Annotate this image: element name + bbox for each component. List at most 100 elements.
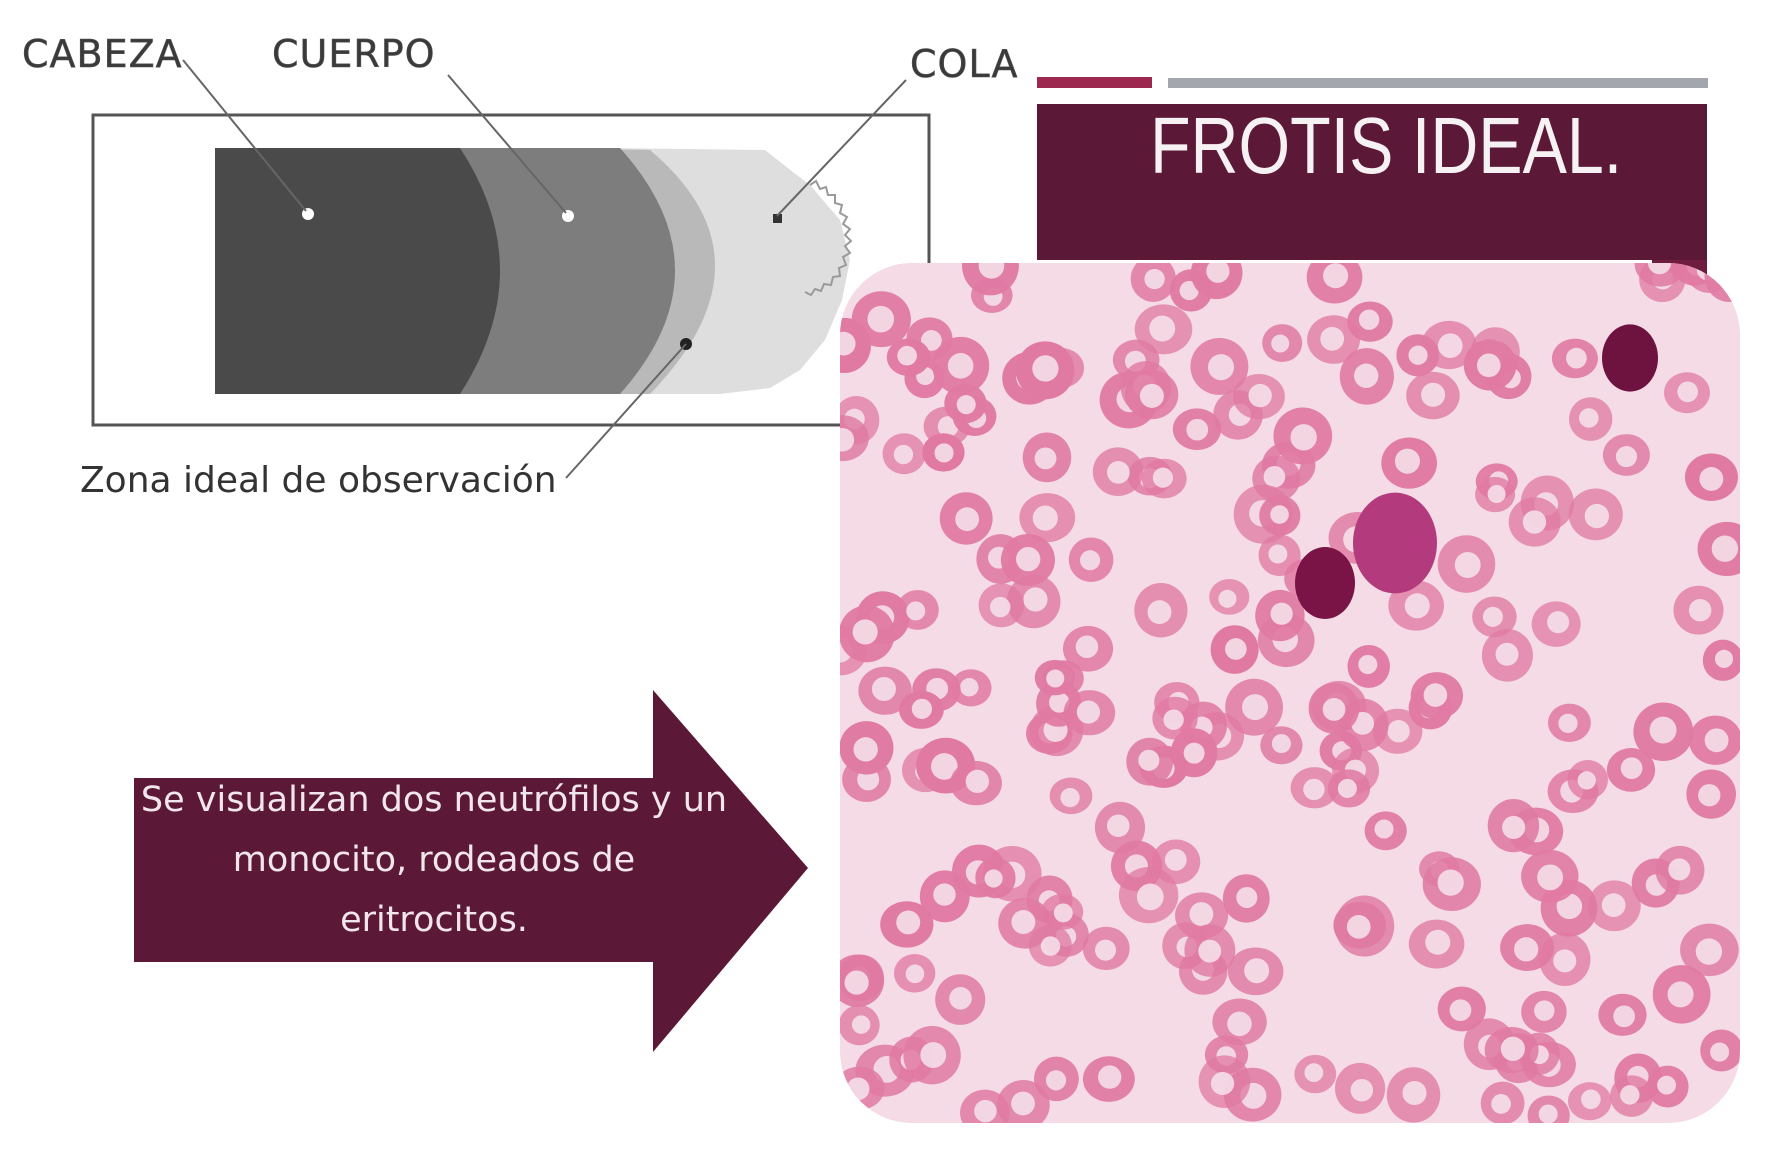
callout-text: Se visualizan dos neutrófilos y un monoc…: [140, 780, 728, 940]
erythrocyte: [1034, 659, 1075, 696]
erythrocyte: [1190, 263, 1243, 300]
erythrocyte: [950, 669, 992, 707]
erythrocyte: [896, 589, 939, 630]
erythrocyte: [996, 1080, 1050, 1123]
erythrocyte: [1684, 453, 1738, 501]
erythrocyte: [1527, 1095, 1570, 1123]
erythrocyte: [1062, 625, 1114, 672]
erythrocyte: [1610, 1075, 1654, 1117]
erythrocyte: [978, 583, 1025, 628]
ideal-zone-leader-line: [565, 343, 687, 479]
erythrocyte: [1480, 1081, 1525, 1123]
head-leader-line: [182, 59, 307, 212]
erythrocyte: [919, 870, 970, 923]
erythrocyte: [1306, 263, 1363, 304]
erythrocyte: [1598, 993, 1647, 1036]
erythrocyte: [1437, 535, 1496, 593]
erythrocyte: [903, 1026, 961, 1085]
slide-title: FROTIS IDEAL.: [1150, 101, 1623, 190]
erythrocyte: [1481, 629, 1533, 682]
erythrocyte: [1567, 1082, 1612, 1121]
erythrocyte: [1633, 702, 1694, 761]
title-banner: [1037, 104, 1707, 260]
erythrocyte: [880, 901, 934, 948]
erythrocyte: [1170, 728, 1218, 778]
erythrocyte: [1364, 811, 1407, 851]
erythrocyte: [1521, 849, 1579, 903]
tail-leader-line: [776, 79, 907, 217]
erythrocyte: [1092, 447, 1144, 497]
erythrocyte: [1141, 458, 1187, 499]
erythrocyte: [1697, 521, 1740, 577]
erythrocyte: [1700, 1029, 1740, 1072]
erythrocyte: [1190, 337, 1249, 395]
erythrocyte: [1068, 537, 1114, 582]
erythrocyte: [1308, 682, 1360, 734]
erythrocyte: [1227, 947, 1284, 996]
erythrocyte: [1410, 672, 1464, 720]
erythrocyte: [1339, 348, 1394, 405]
erythrocyte: [1294, 1054, 1337, 1094]
erythrocyte: [1063, 690, 1116, 736]
arrow-shape: [134, 690, 808, 1052]
erythrocyte: [858, 666, 912, 715]
erythrocyte: [1475, 476, 1516, 513]
erythrocyte: [1335, 1062, 1386, 1114]
erythrocyte: [1484, 1026, 1539, 1074]
erythrocyte: [1673, 585, 1724, 635]
erythrocyte: [1646, 1065, 1689, 1108]
erythrocyte: [1327, 769, 1371, 808]
erythrocyte: [1408, 919, 1465, 969]
erythrocyte: [1259, 495, 1301, 536]
erythrocyte: [1422, 857, 1481, 912]
erythrocyte: [932, 336, 990, 395]
erythrocyte: [1568, 397, 1613, 441]
erythrocyte: [1437, 986, 1486, 1032]
erythrocyte: [1381, 437, 1438, 489]
erythrocyte: [851, 291, 911, 348]
title-accent-line: [1037, 77, 1152, 88]
erythrocyte: [1225, 678, 1283, 736]
erythrocyte: [1082, 1056, 1135, 1102]
erythrocyte: [1134, 583, 1188, 638]
erythrocyte: [935, 974, 986, 1025]
erythrocyte: [1130, 263, 1176, 302]
erythrocyte: [1688, 715, 1740, 765]
erythrocyte: [1388, 580, 1444, 631]
erythrocyte: [1232, 374, 1285, 420]
smear-head-region: [215, 148, 500, 394]
erythrocyte: [1634, 263, 1687, 287]
leukocyte: [1602, 324, 1658, 392]
tail-pointer-dot: [773, 214, 782, 223]
tail-label: COLA: [910, 42, 1019, 87]
erythrocyte: [1255, 589, 1305, 642]
erythrocyte: [1531, 601, 1581, 647]
erythrocyte: [1118, 867, 1179, 924]
erythrocyte: [1386, 1067, 1441, 1123]
erythrocyte: [1664, 372, 1710, 414]
erythrocyte: [1463, 339, 1517, 391]
erythrocyte: [1602, 434, 1650, 476]
erythrocyte: [1209, 579, 1250, 615]
erythrocyte: [1019, 493, 1076, 543]
erythrocyte: [1222, 874, 1270, 923]
erythrocyte: [886, 338, 931, 376]
erythrocyte: [1126, 737, 1174, 786]
erythrocyte: [1041, 893, 1084, 930]
erythrocyte: [1396, 334, 1439, 377]
erythrocyte: [840, 721, 894, 775]
erythrocyte: [1290, 767, 1339, 809]
erythrocyte: [1655, 845, 1705, 895]
erythrocyte: [1094, 801, 1146, 854]
leukocyte: [1295, 547, 1355, 619]
erythrocyte: [1686, 769, 1737, 819]
erythrocyte: [899, 690, 944, 729]
erythrocyte: [922, 433, 965, 472]
smear-body-region: [440, 148, 675, 394]
erythrocyte: [1034, 1056, 1079, 1102]
erythrocyte: [960, 1089, 1010, 1123]
erythrocyte: [1212, 998, 1267, 1046]
erythrocyte: [1406, 371, 1460, 420]
